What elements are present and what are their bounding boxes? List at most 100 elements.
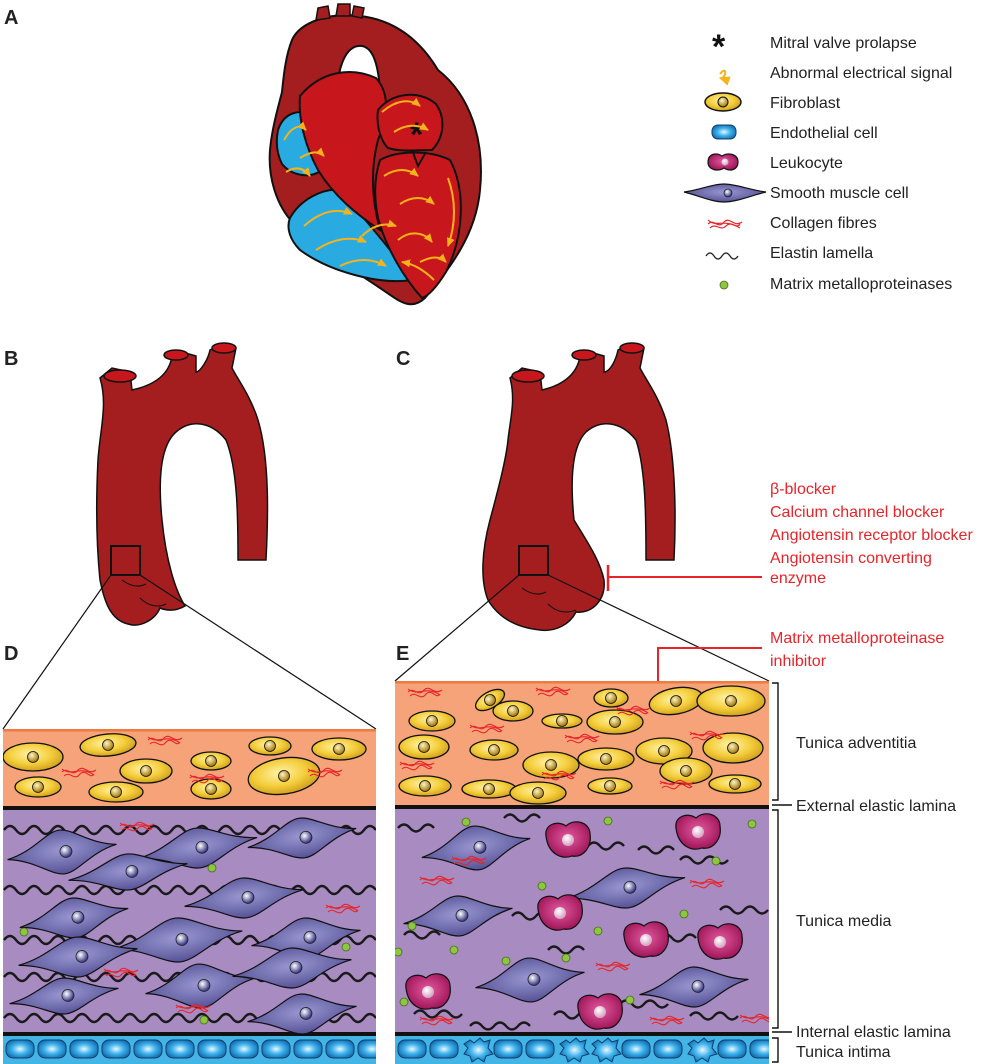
smooth-muscle-cell	[18, 936, 138, 978]
elastin-lamella	[413, 1009, 463, 1019]
panel-label-e: E	[396, 643, 409, 665]
elastin-lamella	[689, 1011, 739, 1021]
fibroblast-cell	[190, 778, 232, 800]
fibroblast-cell	[659, 757, 713, 785]
collagen-fibre	[407, 687, 443, 698]
fibroblast-cell	[702, 732, 764, 764]
legend-label-fibroblast: Fibroblast	[770, 95, 841, 112]
heart-illustration: *	[268, 3, 482, 306]
mmp-dot-icon	[719, 280, 729, 290]
collagen-fibre	[535, 686, 571, 697]
label-tunica-adventitia: Tunica adventitia	[796, 735, 916, 752]
mmp-dot	[399, 997, 409, 1007]
smooth-muscle-cell	[19, 897, 129, 939]
fibroblast-cell	[708, 774, 762, 794]
endothelial-cell	[165, 1039, 195, 1059]
endothelial-cell	[133, 1039, 163, 1059]
asterisk-icon: *	[712, 28, 726, 66]
mmp-dot	[207, 863, 217, 873]
drug-mmp-inhibitor-line1: Matrix metalloproteinase	[770, 630, 944, 647]
leukocyte-cell	[623, 921, 669, 958]
drug-beta-blocker: β-blocker	[770, 481, 837, 498]
fibroblast-cell	[696, 685, 766, 717]
electrical-arrows	[283, 97, 455, 281]
fibroblast-cell	[14, 776, 62, 798]
smooth-muscle-cell	[247, 817, 357, 859]
fibroblast-cell	[474, 688, 506, 712]
collagen-fibre	[119, 821, 155, 832]
legend-label-elastin: Elastin lamella	[770, 245, 873, 262]
endothelial-cell	[261, 1039, 291, 1059]
label-external-elastic-lamina: External elastic lamina	[796, 798, 956, 815]
fibroblast-cell	[577, 747, 635, 771]
fibroblast-cell	[398, 775, 452, 797]
smooth-muscle-cell	[7, 829, 117, 875]
endothelial-cell	[749, 1039, 769, 1059]
endothelial-cell	[525, 1039, 555, 1059]
fibroblast-cell	[408, 710, 456, 732]
endothelial-cell	[653, 1039, 683, 1059]
collagen-fibres-icon	[707, 219, 743, 229]
fibroblast-cell	[88, 781, 144, 803]
endothelial-cell	[591, 1037, 622, 1063]
legend-label-smooth-muscle: Smooth muscle cell	[770, 185, 909, 202]
smooth-muscle-cell	[184, 877, 304, 919]
collagen-fibre	[147, 735, 183, 746]
elastin-lamella	[587, 841, 625, 851]
endothelial-cell	[293, 1039, 323, 1059]
fibroblast-cell	[119, 758, 173, 784]
fibroblast-cell	[190, 751, 232, 771]
legend-label-collagen: Collagen fibres	[770, 215, 877, 232]
panel-label-a: A	[4, 7, 18, 29]
fibroblast-cell	[247, 756, 321, 796]
elastin-lamella	[637, 845, 675, 855]
legend-label-mitral: Mitral valve prolapse	[770, 35, 917, 52]
mmp-dot	[679, 909, 689, 919]
elastin-lamella	[547, 945, 585, 955]
vessel-wall-aneurysm	[395, 681, 769, 1064]
endothelial-cell	[397, 1039, 427, 1059]
fibroblast-cell	[492, 700, 534, 722]
fibroblast-cell	[509, 781, 567, 805]
smooth-muscle-cell	[247, 993, 357, 1035]
collagen-fibre	[419, 875, 455, 886]
mmp-dot	[449, 945, 459, 955]
endothelial-cell	[101, 1039, 131, 1059]
fibroblast-cell	[311, 737, 367, 761]
collagen-fibre	[307, 767, 343, 778]
collagen-fibre	[189, 773, 225, 784]
mmp-dot	[461, 817, 471, 827]
drug-annotation-aneurysm: β-blocker Calcium channel blocker Angiot…	[606, 481, 973, 591]
mmp-dot	[625, 995, 635, 1005]
mmp-dot	[561, 953, 571, 963]
aorta-aneurysm	[394, 342, 770, 682]
endothelial-cell	[357, 1039, 376, 1059]
label-tunica-media: Tunica media	[796, 913, 892, 930]
leukocyte-cell	[537, 894, 583, 931]
endothelial-cell	[229, 1039, 259, 1059]
smooth-muscle-cell	[113, 917, 243, 963]
mmp-dot	[711, 856, 721, 866]
legend-label-signal: Abnormal electrical signal	[770, 65, 952, 82]
collagen-fibre	[469, 723, 505, 734]
elastin-lamella	[469, 1021, 531, 1031]
smooth-muscle-cell	[9, 977, 119, 1015]
smooth-muscle-cell	[145, 963, 255, 1009]
endothelial-cell	[5, 1039, 35, 1059]
collagen-fibre	[649, 1015, 685, 1026]
smooth-muscle-cell	[421, 825, 531, 871]
drug-angiotensin-receptor-blocker: Angiotensin receptor blocker	[770, 527, 973, 544]
mmp-dot	[747, 819, 757, 829]
vessel-wall-normal	[3, 729, 376, 1064]
smooth-muscle-cell	[138, 827, 258, 869]
fibroblast-cell	[469, 739, 519, 761]
endothelial-cell	[325, 1039, 355, 1059]
collagen-fibre	[689, 730, 725, 741]
fibroblast-cell	[461, 779, 517, 799]
collagen-fibre	[739, 1013, 769, 1024]
elastin-lamella	[3, 884, 376, 896]
elastin-lamella	[503, 813, 541, 823]
endothelial-cell	[621, 1039, 651, 1059]
fibroblast-cell	[79, 733, 137, 757]
